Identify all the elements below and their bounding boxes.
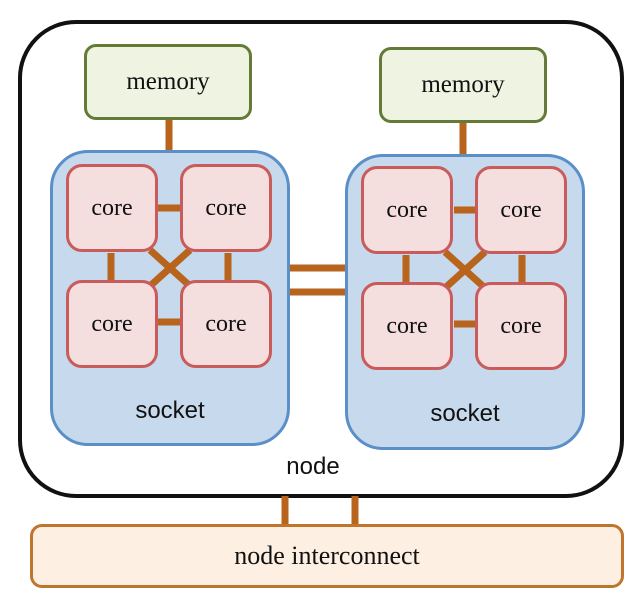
node-interconnect-label: node interconnect: [234, 541, 420, 570]
core-left-1: core: [66, 164, 158, 252]
core-link-right-diag2: [442, 249, 488, 291]
core-left-3: core: [66, 280, 158, 368]
core-link-left-diag2: [147, 247, 193, 289]
memory-box-right: memory: [379, 47, 547, 123]
node-interconnect-bar: node interconnect: [30, 524, 624, 588]
memory-box-left: memory: [84, 44, 252, 120]
core-right-4: core: [475, 282, 567, 370]
core-right-3: core: [361, 282, 453, 370]
socket-label-right: socket: [430, 400, 500, 427]
socket-label-left: socket: [135, 397, 205, 424]
core-right-1: core: [361, 166, 453, 254]
core-left-2: core: [180, 164, 272, 252]
core-right-2: core: [475, 166, 567, 254]
core-left-4: core: [180, 280, 272, 368]
node-label: node: [286, 453, 340, 480]
